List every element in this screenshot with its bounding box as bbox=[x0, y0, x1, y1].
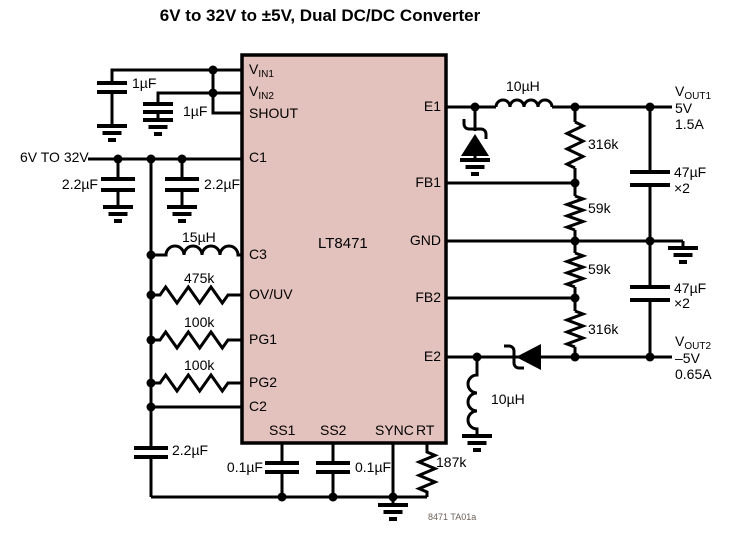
resistor-ovuv-475k bbox=[151, 284, 242, 306]
resistor-fb1-316k bbox=[563, 120, 587, 170]
pin-label-ss2: SS2 bbox=[320, 422, 347, 438]
pin-label-e1: E1 bbox=[423, 98, 441, 114]
capacitor-ss2 bbox=[316, 443, 350, 497]
cap-value-vin1: 1µF bbox=[132, 75, 157, 91]
cap-qty-out2: ×2 bbox=[674, 295, 690, 311]
cap-value-ss1: 0.1µF bbox=[226, 459, 263, 475]
capacitor-input-2 bbox=[165, 159, 199, 223]
pin-label-rt: RT bbox=[416, 422, 435, 438]
ground-icon bbox=[462, 434, 492, 452]
resistor-value-pg2: 100k bbox=[184, 357, 215, 373]
pin-label-gnd: GND bbox=[409, 232, 441, 248]
capacitor-vin1 bbox=[97, 81, 127, 142]
ground-icon bbox=[143, 118, 173, 136]
ground-icon bbox=[103, 205, 133, 223]
wire-vin1 bbox=[110, 68, 242, 83]
schottky-diode-e1 bbox=[460, 107, 490, 176]
schematic-title: 6V to 32V to ±5V, Dual DC/DC Converter bbox=[159, 6, 481, 25]
capacitor-input-1 bbox=[101, 159, 135, 223]
vout1-voltage: 5V bbox=[675, 100, 693, 116]
capacitor-c2 bbox=[134, 446, 168, 459]
pin-label-e2: E2 bbox=[423, 348, 441, 364]
resistors bbox=[151, 120, 588, 497]
capacitor-out1 bbox=[630, 170, 670, 187]
resistor-rt-187k bbox=[415, 443, 439, 497]
resistor-value-pg1: 100k bbox=[184, 314, 215, 330]
resistor-fb1-59k bbox=[562, 194, 588, 232]
cap-qty-out1: ×2 bbox=[674, 180, 690, 196]
pin-label-c1: C1 bbox=[249, 149, 267, 165]
cap-value-input2: 2.2µF bbox=[204, 176, 241, 192]
cap-value-vin2: 1µF bbox=[183, 103, 208, 119]
diodes bbox=[460, 107, 541, 370]
inductor-c3 bbox=[151, 244, 242, 257]
capacitor-out2 bbox=[630, 285, 670, 302]
ground-gnd-pin bbox=[668, 241, 698, 264]
diode-triangle bbox=[516, 344, 541, 370]
pin-label-fb1: FB1 bbox=[415, 174, 441, 190]
ground-icon bbox=[460, 158, 490, 176]
pin-label-vin2: VIN2 bbox=[249, 83, 274, 103]
pin-label-c2: C2 bbox=[249, 398, 267, 414]
pin-label-pg1: PG1 bbox=[249, 331, 278, 347]
vout2-voltage: –5V bbox=[675, 350, 700, 366]
resistor-fb2-316k bbox=[562, 309, 588, 349]
inductor-value-out1: 10µH bbox=[506, 78, 540, 94]
pin-label-vin1: VIN1 bbox=[249, 61, 274, 81]
vout2-current: 0.65A bbox=[675, 366, 712, 382]
capacitor-ss1 bbox=[265, 443, 299, 497]
vout2-label: VOUT2 bbox=[675, 333, 712, 353]
resistor-value-rt: 187k bbox=[436, 454, 467, 470]
ic-body bbox=[240, 53, 448, 445]
capacitors bbox=[97, 81, 670, 497]
diode-triangle bbox=[461, 134, 489, 156]
pin-label-shout: SHOUT bbox=[249, 105, 298, 121]
resistor-value-fb1-lo: 59k bbox=[588, 200, 611, 216]
ground-icon bbox=[167, 205, 197, 223]
wire-shout bbox=[211, 70, 242, 115]
ic-part-number: LT8471 bbox=[318, 235, 368, 252]
ic-outline bbox=[240, 53, 448, 445]
inductor-value-c3: 15µH bbox=[182, 229, 216, 245]
cap-value-input1: 2.2µF bbox=[61, 176, 98, 192]
pin-label-ovuv: OV/UV bbox=[249, 286, 293, 302]
schottky-bar bbox=[462, 119, 488, 139]
cap-value-out1: 47µF bbox=[674, 164, 707, 180]
pin-label-ss1: SS1 bbox=[269, 422, 296, 438]
resistor-fb2-59k bbox=[562, 251, 588, 289]
vout1-current: 1.5A bbox=[675, 116, 704, 132]
pin-label-fb2: FB2 bbox=[415, 289, 441, 305]
resistor-pg2-100k bbox=[151, 372, 242, 394]
pin-label-pg2: PG2 bbox=[249, 374, 278, 390]
inductors bbox=[151, 98, 554, 452]
capacitor-vin2 bbox=[143, 102, 173, 136]
cap-value-ss2: 0.1µF bbox=[355, 459, 392, 475]
inductor-out2 bbox=[462, 357, 492, 452]
inductor-value-out2: 10µH bbox=[491, 391, 525, 407]
resistor-value-fb1-hi: 316k bbox=[588, 136, 619, 152]
inductor-out1 bbox=[494, 98, 554, 108]
schottky-bar bbox=[504, 344, 524, 370]
resistor-value-ovuv: 475k bbox=[184, 270, 215, 286]
input-voltage-label: 6V TO 32V bbox=[20, 149, 89, 165]
pin-label-sync: SYNC bbox=[375, 422, 414, 438]
pin-label-c3: C3 bbox=[249, 246, 267, 262]
resistor-value-fb2-hi: 59k bbox=[588, 261, 611, 277]
ground-icon bbox=[97, 124, 127, 142]
vout1-label: VOUT1 bbox=[675, 83, 712, 103]
junction-dots bbox=[113, 65, 655, 502]
resistor-value-fb2-lo: 316k bbox=[588, 321, 619, 337]
resistor-pg1-100k bbox=[151, 329, 242, 351]
cap-value-out2: 47µF bbox=[674, 280, 707, 296]
figure-id: 8471 TA01a bbox=[428, 512, 477, 522]
cap-value-c2: 2.2µF bbox=[172, 442, 209, 458]
schottky-diode-e2 bbox=[504, 344, 541, 370]
